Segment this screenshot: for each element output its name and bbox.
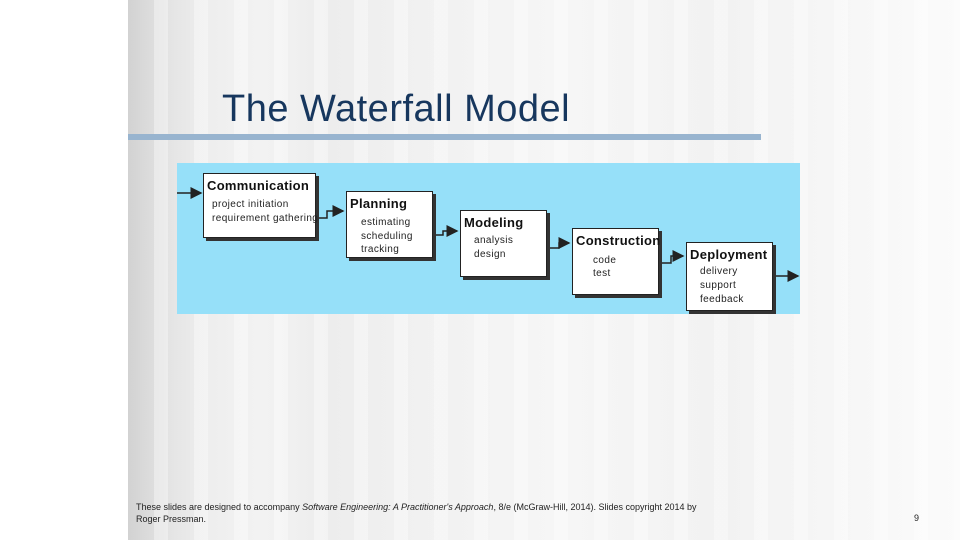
phase-title: Deployment [690, 247, 768, 262]
page-number: 9 [914, 513, 920, 523]
phase-item: support [700, 280, 737, 291]
phase-item: project initiation [212, 199, 289, 210]
title-underline [128, 134, 761, 140]
phase-title: Planning [350, 196, 408, 211]
phase-item: delivery [700, 266, 738, 277]
flow-arrows [177, 187, 800, 282]
phase-planning: Planning estimating scheduling tracking [346, 191, 433, 258]
footer-prefix: These slides are designed to accompany [136, 502, 303, 512]
phase-construction: Construction code test [572, 228, 661, 295]
footer-suffix: , 8/e (McGraw-Hill, 2014). Slides copyri… [136, 502, 697, 524]
phase-item: design [474, 249, 506, 260]
phase-title: Modeling [464, 215, 524, 230]
phase-item: feedback [700, 294, 744, 305]
phase-deployment: Deployment delivery support feedback [686, 242, 773, 311]
waterfall-diagram: Communication project initiation require… [177, 163, 800, 314]
phase-title: Construction [576, 233, 661, 248]
slide-footer: These slides are designed to accompany S… [136, 501, 716, 525]
phase-title: Communication [207, 178, 310, 193]
phase-item: scheduling [361, 231, 413, 242]
arrow-communication-to-planning [315, 205, 345, 219]
phase-communication: Communication project initiation require… [203, 173, 319, 238]
footer-book-title: Software Engineering: A Practitioner's A… [302, 502, 494, 512]
phase-item: requirement gathering [212, 213, 319, 224]
slide-title: The Waterfall Model [222, 88, 571, 130]
phase-item: estimating [361, 217, 411, 228]
phase-modeling: Modeling analysis design [460, 210, 547, 277]
arrow-planning-to-modeling [432, 225, 459, 237]
phase-item: tracking [361, 244, 400, 255]
phase-item: code [593, 255, 617, 266]
arrow-construction-to-deployment [658, 250, 685, 264]
phase-item: analysis [474, 235, 514, 246]
phase-item: test [593, 268, 611, 279]
arrow-modeling-to-construction [546, 237, 571, 249]
